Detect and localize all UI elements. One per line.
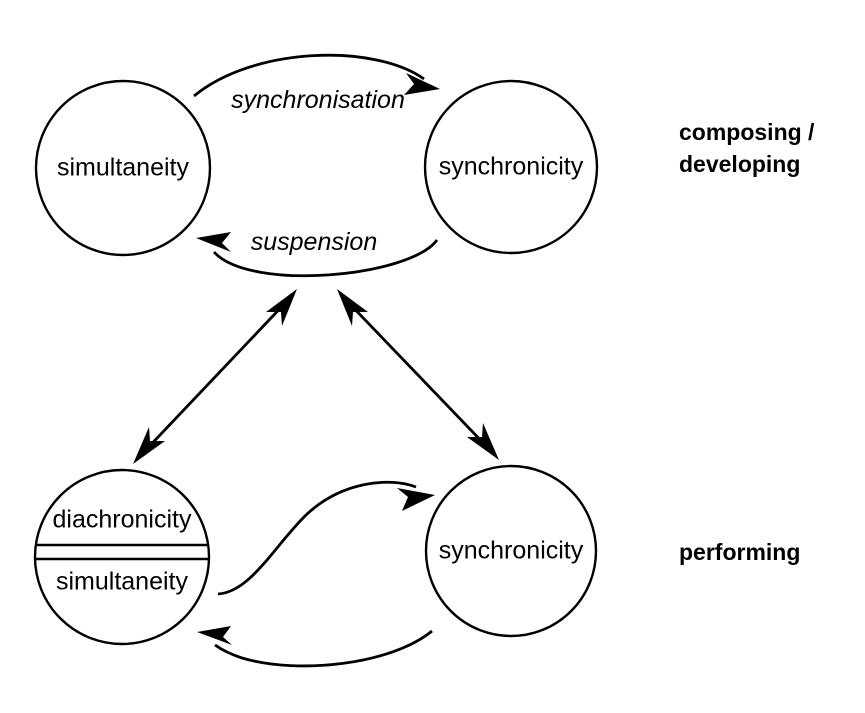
group-label-composing-developing: composing / developing — [679, 119, 815, 177]
edge-right-bridge-arrowhead-up — [337, 289, 368, 326]
node-circle-top-right — [423, 79, 599, 255]
edge-synchronisation-arrowhead — [404, 73, 440, 95]
node-bottom-right[interactable]: synchronicity — [424, 464, 598, 638]
group-label-performing-line1: performing — [679, 539, 800, 565]
edge-bottom-return-path — [214, 629, 433, 668]
node-top-right[interactable]: synchronicity — [423, 79, 599, 255]
group-label-performing: performing — [679, 539, 800, 565]
group-label-composing-line1: composing / — [679, 119, 815, 145]
node-label-bottom-right: synchronicity — [439, 537, 584, 565]
node-circle-bottom-right — [424, 464, 598, 638]
edge-synchronisation-path — [193, 53, 425, 98]
edge-synchronisation[interactable] — [193, 53, 440, 98]
edge-bottom-return-arrowhead — [197, 626, 232, 645]
node-top-left[interactable]: simultaneity — [34, 79, 212, 257]
group-label-composing-line2: developing — [679, 151, 800, 177]
edge-bottom-forward[interactable] — [217, 480, 435, 596]
node-bottom-left[interactable]: diachronicity simultaneity — [33, 468, 211, 646]
node-label-top-left: simultaneity — [57, 154, 189, 182]
edge-label-synchronisation: synchronisation — [231, 86, 405, 114]
node-label-bottom-left-bottom: simultaneity — [56, 568, 188, 596]
edge-suspension-path — [212, 239, 439, 278]
edge-suspension[interactable] — [196, 232, 439, 278]
edge-left-bridge-arrowhead-up — [266, 289, 297, 326]
edge-left-bridge[interactable] — [133, 289, 297, 464]
edge-right-bridge-arrowhead-down — [467, 423, 499, 460]
edge-bottom-forward-path — [217, 480, 417, 596]
edge-suspension-arrowhead — [196, 232, 231, 252]
edge-bottom-forward-arrowhead — [397, 488, 435, 511]
node-label-top-right: synchronicity — [439, 153, 584, 181]
edge-left-bridge-arrowhead-down — [133, 427, 165, 464]
edge-right-bridge-line — [343, 298, 492, 451]
edge-left-bridge-line — [140, 298, 291, 455]
node-label-bottom-left-top: diachronicity — [53, 506, 192, 534]
edge-right-bridge[interactable] — [337, 289, 499, 460]
edge-label-suspension: suspension — [251, 228, 377, 256]
node-circle-bottom-left — [33, 468, 211, 646]
node-circle-top-left — [34, 79, 212, 257]
edge-bottom-return[interactable] — [197, 626, 433, 668]
